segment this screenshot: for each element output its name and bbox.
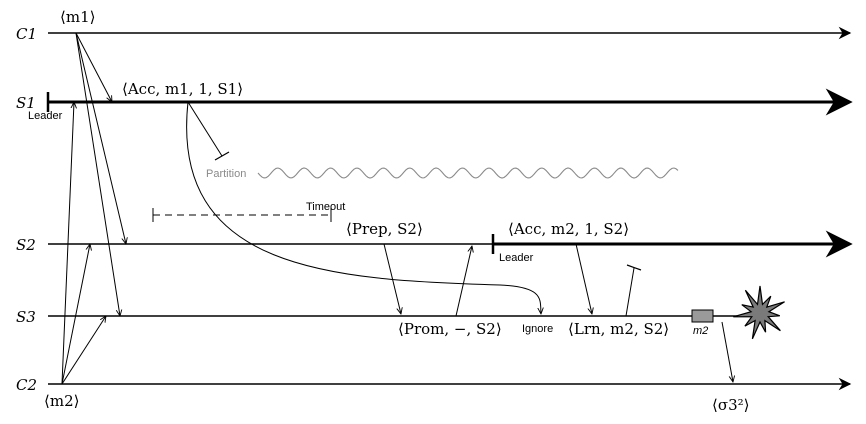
label-acc-s1: ⟨Acc, m1, 1, S1⟩	[122, 80, 243, 98]
label-m2-box: m2	[693, 325, 708, 337]
promise-message	[455, 246, 472, 317]
partition-wave	[257, 167, 679, 179]
label-s1: S1	[16, 94, 36, 112]
label-s2: S2	[16, 236, 36, 254]
blocked-message-s1	[187, 101, 223, 157]
label-timeout: Timeout	[306, 201, 345, 213]
label-prom: ⟨Prom, −, S2⟩	[398, 320, 502, 338]
m1-messages	[75, 32, 126, 316]
label-partition: Partition	[206, 168, 246, 180]
learn-blocked-bar	[626, 264, 642, 271]
label-prep-s2: ⟨Prep, S2⟩	[346, 220, 423, 238]
label-m2: ⟨m2⟩	[44, 392, 79, 410]
label-leader-s2: Leader	[499, 252, 534, 264]
m2-execution-box	[691, 309, 714, 323]
prepare-message	[383, 243, 401, 314]
learn-blocked-message	[625, 267, 635, 317]
label-acc-s2: ⟨Acc, m2, 1, S2⟩	[508, 220, 629, 238]
delayed-accept-message	[186, 101, 541, 314]
accept-s2-message	[575, 243, 592, 314]
label-leader-s1: Leader	[28, 110, 63, 122]
label-c2: C2	[16, 376, 37, 394]
m2-messages	[61, 102, 106, 385]
label-s3: S3	[16, 308, 36, 326]
label-m1: ⟨m1⟩	[60, 8, 95, 26]
response-message	[721, 321, 733, 382]
crash-explosion-icon	[733, 285, 785, 340]
label-ignore: Ignore	[522, 323, 553, 335]
label-c1: C1	[16, 25, 37, 43]
blocked-bar-s1	[214, 151, 230, 161]
label-lrn: ⟨Lrn, m2, S2⟩	[568, 320, 669, 338]
label-sigma: ⟨σ3²⟩	[712, 396, 750, 414]
